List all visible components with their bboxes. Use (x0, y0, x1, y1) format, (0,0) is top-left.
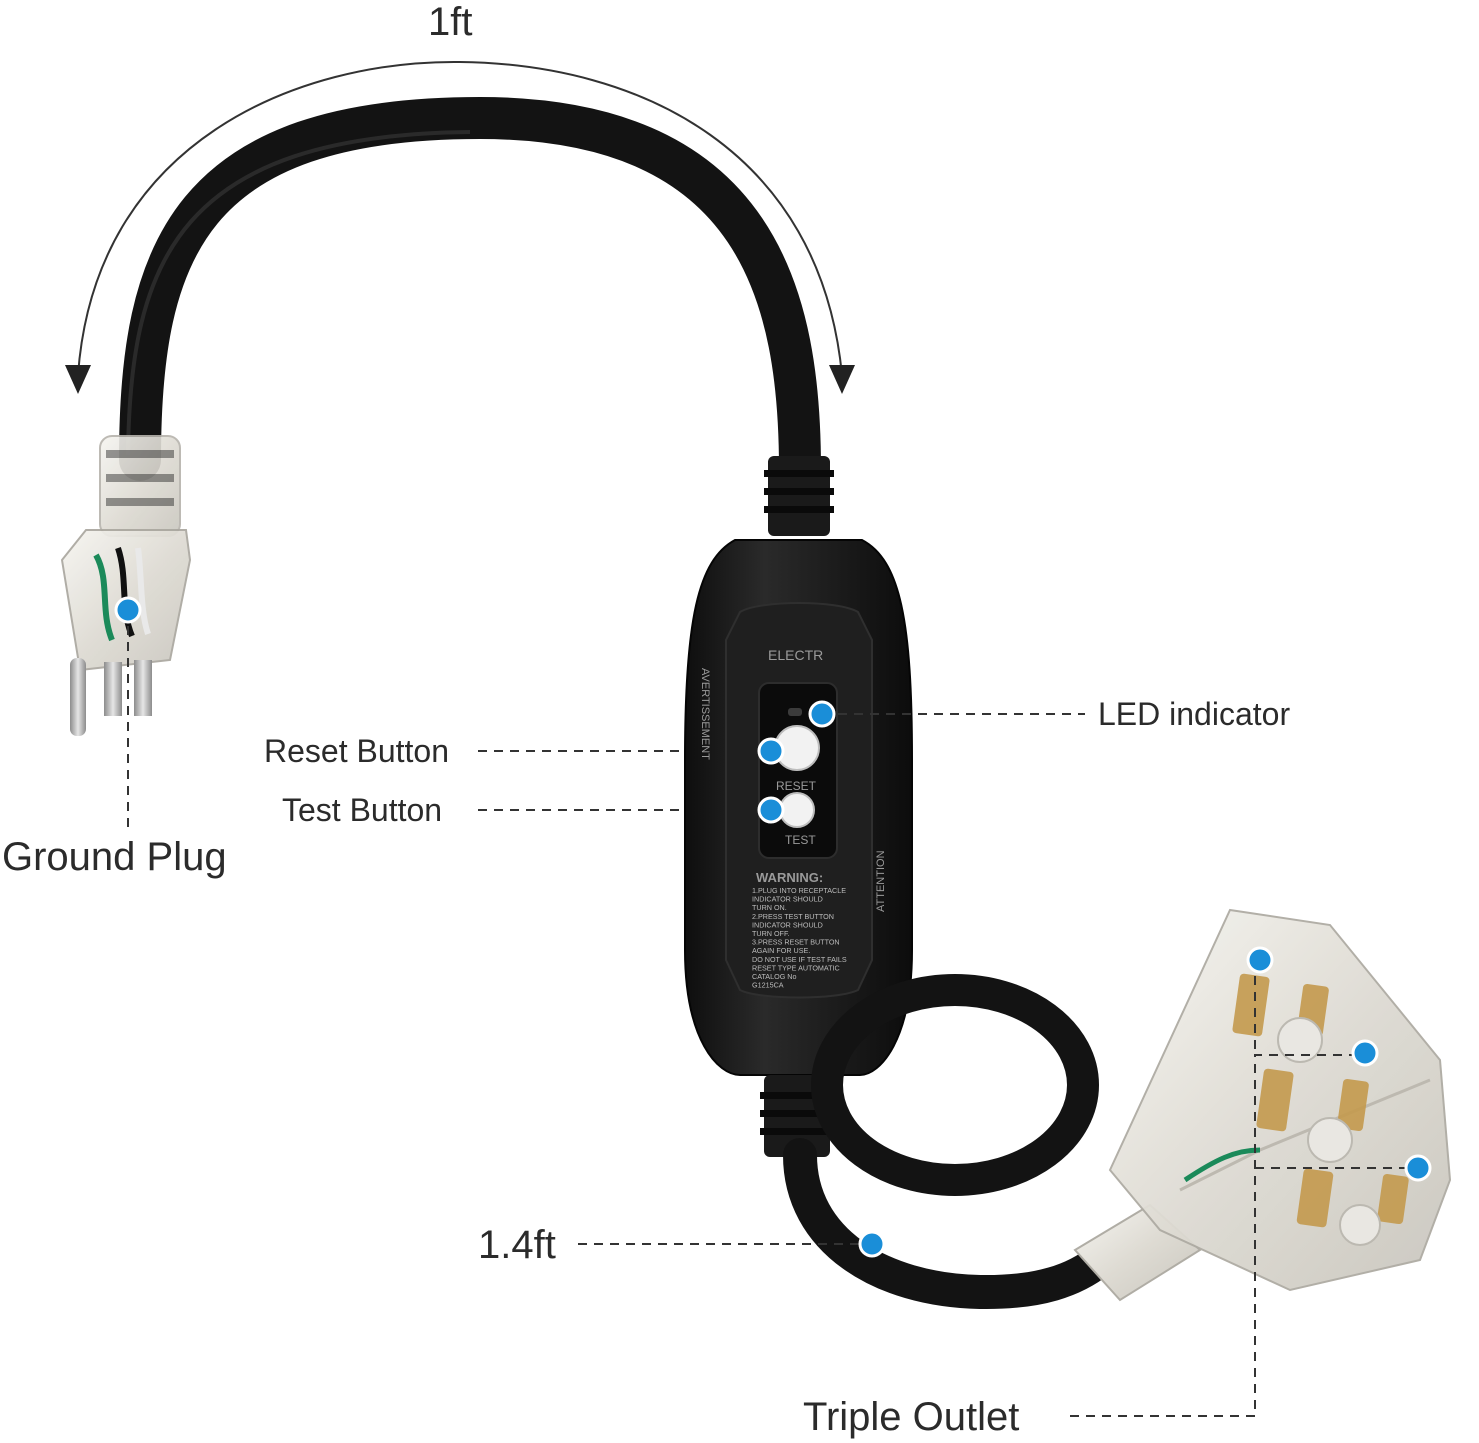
markers (114, 596, 1432, 1258)
marker-dot-icon (114, 596, 142, 624)
warning-line: AGAIN FOR USE. (752, 946, 810, 955)
arrow-right-down-icon (829, 365, 855, 394)
warning-line: 3.PRESS RESET BUTTON (752, 938, 840, 947)
marker-dot-icon (1351, 1039, 1379, 1067)
marker-dot-icon (1246, 946, 1274, 974)
warning-line: INDICATOR SHOULD (752, 920, 823, 929)
top-cord (119, 96, 821, 491)
leader-triple-outlet (1070, 1054, 1365, 1417)
bottom-cord (783, 974, 1117, 1310)
device-brand-text: ELECTR (768, 647, 823, 663)
warning-line: TURN OFF. (752, 929, 790, 938)
warning-line: TURN ON. (752, 903, 787, 912)
dimension-1-4ft-label: 1.4ft (478, 1223, 556, 1267)
ground-plug-label: Ground Plug (2, 835, 227, 879)
warning-line: 1.PLUG INTO RECEPTACLE (752, 886, 846, 895)
dimension-arc-1ft (65, 60, 855, 394)
warning-title-text: WARNING: (756, 870, 823, 885)
warning-line: G1215CA (752, 981, 784, 990)
reset-button-label: Reset Button (264, 733, 449, 769)
triple-outlet-label: Triple Outlet (803, 1395, 1020, 1439)
leader-lines (127, 610, 1418, 1417)
side-right-text: ATTENTION (875, 850, 887, 912)
warning-line: DO NOT USE IF TEST FAILS (752, 955, 847, 964)
marker-dot-icon (757, 796, 785, 824)
test-button-label: Test Button (282, 792, 443, 828)
marker-dot-icon (858, 1230, 886, 1258)
triple-outlet (1073, 908, 1452, 1302)
test-label-text: TEST (785, 833, 816, 847)
side-left-text: AVERTISSEMENT (699, 668, 711, 760)
arrow-left-down-icon (65, 365, 91, 394)
reset-label-text: RESET (776, 779, 817, 793)
marker-dot-icon (1404, 1154, 1432, 1182)
ground-plug (60, 435, 192, 736)
marker-dot-icon (757, 737, 785, 765)
warning-line: CATALOG No (752, 972, 796, 981)
strain-relief-top (764, 456, 834, 536)
dimension-1ft-label: 1ft (428, 0, 473, 44)
warning-line: RESET TYPE AUTOMATIC (752, 963, 840, 972)
led-indicator-label: LED indicator (1098, 696, 1291, 732)
marker-dot-icon (808, 700, 836, 728)
warning-line: INDICATOR SHOULD (752, 895, 823, 904)
warning-line: 2.PRESS TEST BUTTON (752, 912, 834, 921)
